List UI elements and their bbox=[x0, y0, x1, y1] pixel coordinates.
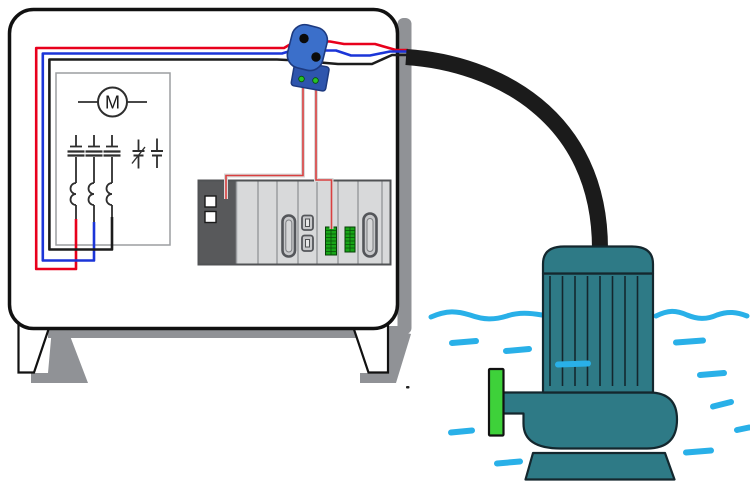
water-dash bbox=[555, 360, 591, 368]
overload-coil bbox=[87, 182, 95, 206]
sensor-wire-b bbox=[315, 84, 333, 229]
cap-slash bbox=[131, 146, 146, 164]
pump-cooling-fins bbox=[549, 276, 639, 386]
water-dash bbox=[673, 337, 706, 346]
overload-coil bbox=[105, 182, 113, 206]
water-line-left bbox=[428, 309, 545, 322]
plc-slot-separators bbox=[235, 181, 383, 264]
motor-circle bbox=[97, 86, 128, 118]
ink-speck bbox=[406, 386, 410, 389]
sensor-wires bbox=[224, 84, 334, 229]
connector-slot bbox=[305, 239, 310, 248]
power-cable bbox=[405, 49, 608, 250]
pump-base bbox=[524, 451, 676, 481]
water-dashes bbox=[448, 337, 750, 467]
pump-motor-body bbox=[541, 272, 655, 394]
overload-coil bbox=[69, 182, 77, 206]
water-dash bbox=[734, 424, 750, 433]
terminal-grid bbox=[325, 227, 337, 255]
current-transformer bbox=[286, 23, 330, 92]
water-dash bbox=[697, 370, 727, 378]
power-wire-black bbox=[48, 53, 408, 251]
water-line-right bbox=[653, 308, 750, 321]
water-dash bbox=[449, 338, 479, 346]
ct-wire-hole bbox=[299, 33, 309, 44]
plc bbox=[197, 179, 392, 266]
ct-wire-hole bbox=[311, 52, 321, 62]
plc-connector-oval-1 bbox=[281, 214, 297, 258]
cabinet-foot-right-shadow bbox=[360, 328, 411, 383]
phase-leg-2 bbox=[85, 135, 103, 223]
plc-connector-small-1 bbox=[301, 214, 314, 231]
connector-slot bbox=[305, 218, 310, 227]
water-dash bbox=[503, 346, 532, 354]
phase-leg-3 bbox=[103, 135, 121, 218]
water-dash bbox=[683, 447, 714, 456]
water-dash bbox=[448, 427, 475, 436]
cabinet-foot-right bbox=[350, 322, 390, 374]
ct-terminal bbox=[298, 75, 305, 83]
motor-symbol: M bbox=[78, 86, 147, 118]
water-dash bbox=[494, 458, 523, 467]
capacitor-symbol-1 bbox=[131, 139, 146, 169]
water-surface bbox=[428, 308, 750, 322]
connector-inner bbox=[366, 218, 374, 252]
connector-inner bbox=[285, 219, 293, 253]
cabinet-shadow-right bbox=[397, 18, 412, 334]
plc-led bbox=[204, 195, 217, 208]
phase-leg-1 bbox=[67, 135, 85, 220]
cabinet-foot-left bbox=[17, 323, 52, 374]
motor-schematic: M bbox=[55, 72, 171, 246]
plc-led bbox=[204, 210, 217, 224]
capacitor-symbol-2 bbox=[151, 138, 163, 168]
ct-terminal bbox=[312, 77, 319, 84]
water-dash bbox=[710, 399, 734, 410]
pump-outlet-flange bbox=[487, 367, 505, 437]
motor-label: M bbox=[105, 93, 120, 113]
sensor-wire-a bbox=[225, 84, 304, 199]
plc-connector-oval-2 bbox=[362, 212, 378, 258]
plc-terminal-block-1 bbox=[325, 226, 337, 256]
pump-dome bbox=[541, 245, 655, 275]
cabinet-foot-left-shadow bbox=[31, 328, 88, 383]
pump-volute bbox=[500, 391, 679, 450]
plc-terminal-block-2 bbox=[344, 226, 356, 253]
submersible-pump bbox=[487, 245, 679, 481]
terminal-grid bbox=[345, 227, 355, 252]
plc-connector-small-2 bbox=[301, 234, 314, 252]
